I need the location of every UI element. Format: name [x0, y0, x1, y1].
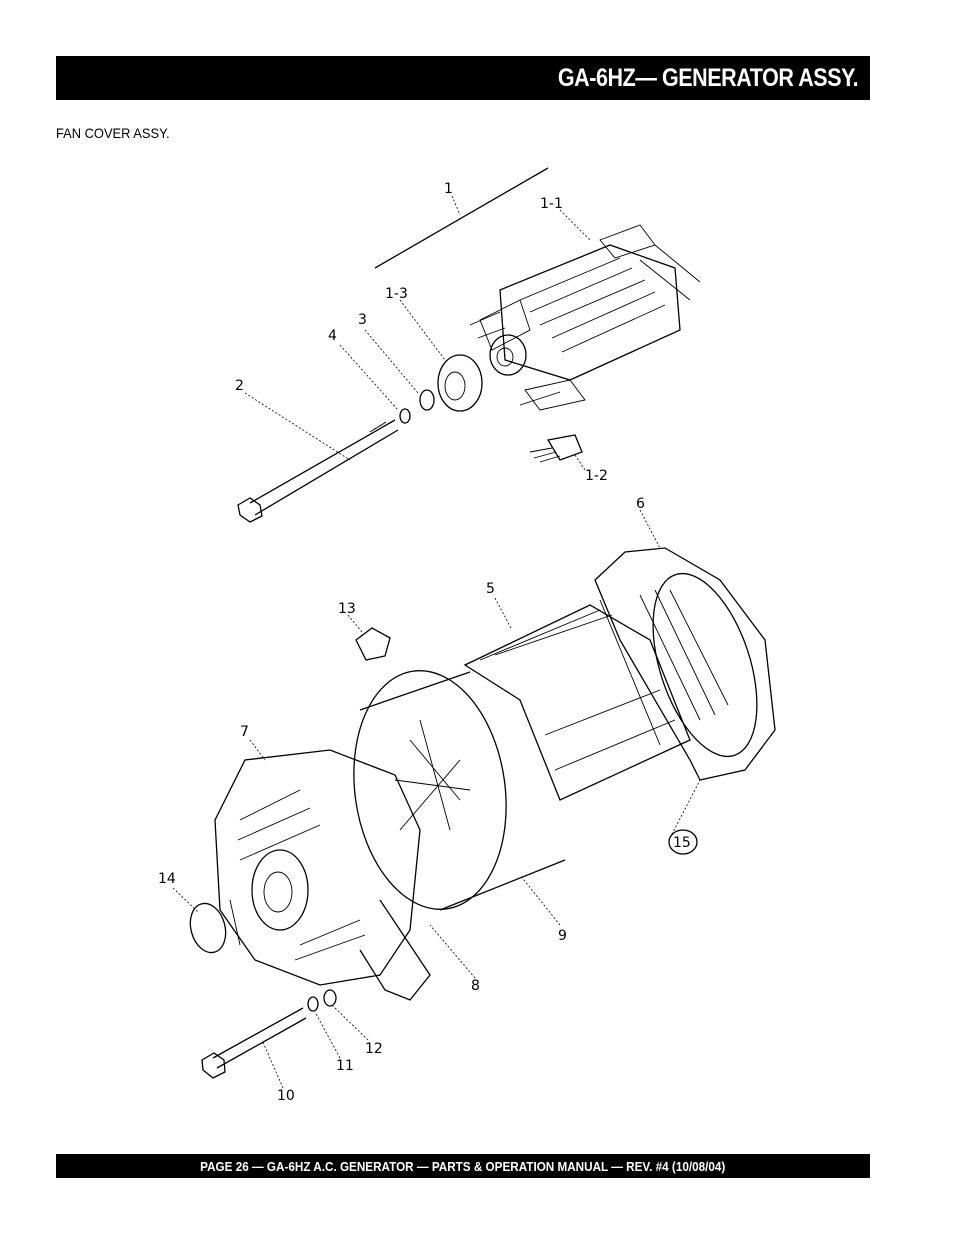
spring-washer-11 [307, 996, 319, 1012]
label-part-9: 9 [558, 928, 567, 944]
label-part-6: 6 [636, 496, 645, 512]
callout-circle-15 [668, 829, 698, 855]
rear-bracket-ribs [599, 589, 729, 746]
label-part-10: 10 [277, 1088, 295, 1104]
bolt-10-head [201, 1052, 226, 1079]
fan-9 [353, 670, 507, 910]
bolt-2-threads [369, 421, 387, 433]
stator-housing-drawing [189, 547, 776, 1079]
cap-14 [189, 902, 227, 954]
label-part-1-2: 1-2 [585, 468, 608, 484]
leader-lines [172, 195, 701, 1089]
label-part-4: 4 [328, 328, 337, 344]
label-part-14: 14 [158, 871, 176, 887]
front-cover-bore [251, 849, 309, 931]
page-title-bar: GA-6HZ— GENERATOR ASSY. [56, 56, 870, 100]
front-cover-foot [359, 899, 431, 1001]
rear-bracket-bore [652, 572, 758, 758]
front-cover-ribs [229, 789, 366, 961]
rotor-shaft-hub [496, 347, 514, 367]
label-part-3: 3 [358, 312, 367, 328]
rotor-shaft-end [489, 334, 527, 376]
through-bolt-2 [249, 419, 399, 516]
label-part-7: 7 [240, 724, 249, 740]
label-part-1: 1 [444, 181, 453, 197]
rectifier-diode [546, 434, 583, 461]
rotor-fan-blades [469, 244, 701, 406]
label-part-1-3: 1-3 [385, 286, 408, 302]
through-bolt-10 [212, 1007, 307, 1069]
rotor-windings [519, 257, 666, 353]
label-part-13: 13 [338, 601, 356, 617]
rotor-assembly-drawing [237, 167, 701, 523]
label-part-11: 11 [336, 1058, 354, 1074]
front-cover-7 [214, 749, 421, 986]
rectifier-leads [529, 447, 561, 463]
label-part-5: 5 [486, 581, 495, 597]
section-subtitle: FAN COVER ASSY. [56, 125, 170, 141]
front-cover-hub [263, 871, 293, 913]
washer-3 [419, 389, 435, 411]
label-part-15: 15 [673, 835, 691, 851]
stator-5 [463, 604, 691, 801]
bearing-outer [437, 354, 483, 412]
label-part-1-1: 1-1 [540, 196, 563, 212]
stator-laminations [479, 609, 676, 771]
label-part-8: 8 [471, 978, 480, 994]
bolt-2-head [237, 497, 263, 523]
spring-washer-4 [399, 408, 411, 424]
bearing-inner [444, 371, 466, 401]
fan-9-shroud [359, 671, 566, 911]
page-footer-bar: PAGE 26 — GA-6HZ A.C. GENERATOR — PARTS … [56, 1154, 870, 1178]
part-labels: 1 1-1 1-3 3 4 2 1-2 6 5 13 7 15 14 9 8 1… [158, 181, 691, 1104]
rotor-body [499, 244, 681, 381]
label-part-2: 2 [235, 378, 244, 394]
page-title: GA-6HZ— GENERATOR ASSY. [557, 63, 859, 92]
washer-12 [323, 989, 337, 1007]
assembly-bracket-line [374, 167, 549, 269]
rear-bracket-6 [594, 547, 776, 781]
grommet-13 [355, 627, 391, 661]
label-part-12: 12 [365, 1041, 383, 1057]
fan-9-blades [394, 719, 471, 831]
rotor-fins [479, 224, 656, 411]
page-footer-text: PAGE 26 — GA-6HZ A.C. GENERATOR — PARTS … [200, 1158, 726, 1174]
